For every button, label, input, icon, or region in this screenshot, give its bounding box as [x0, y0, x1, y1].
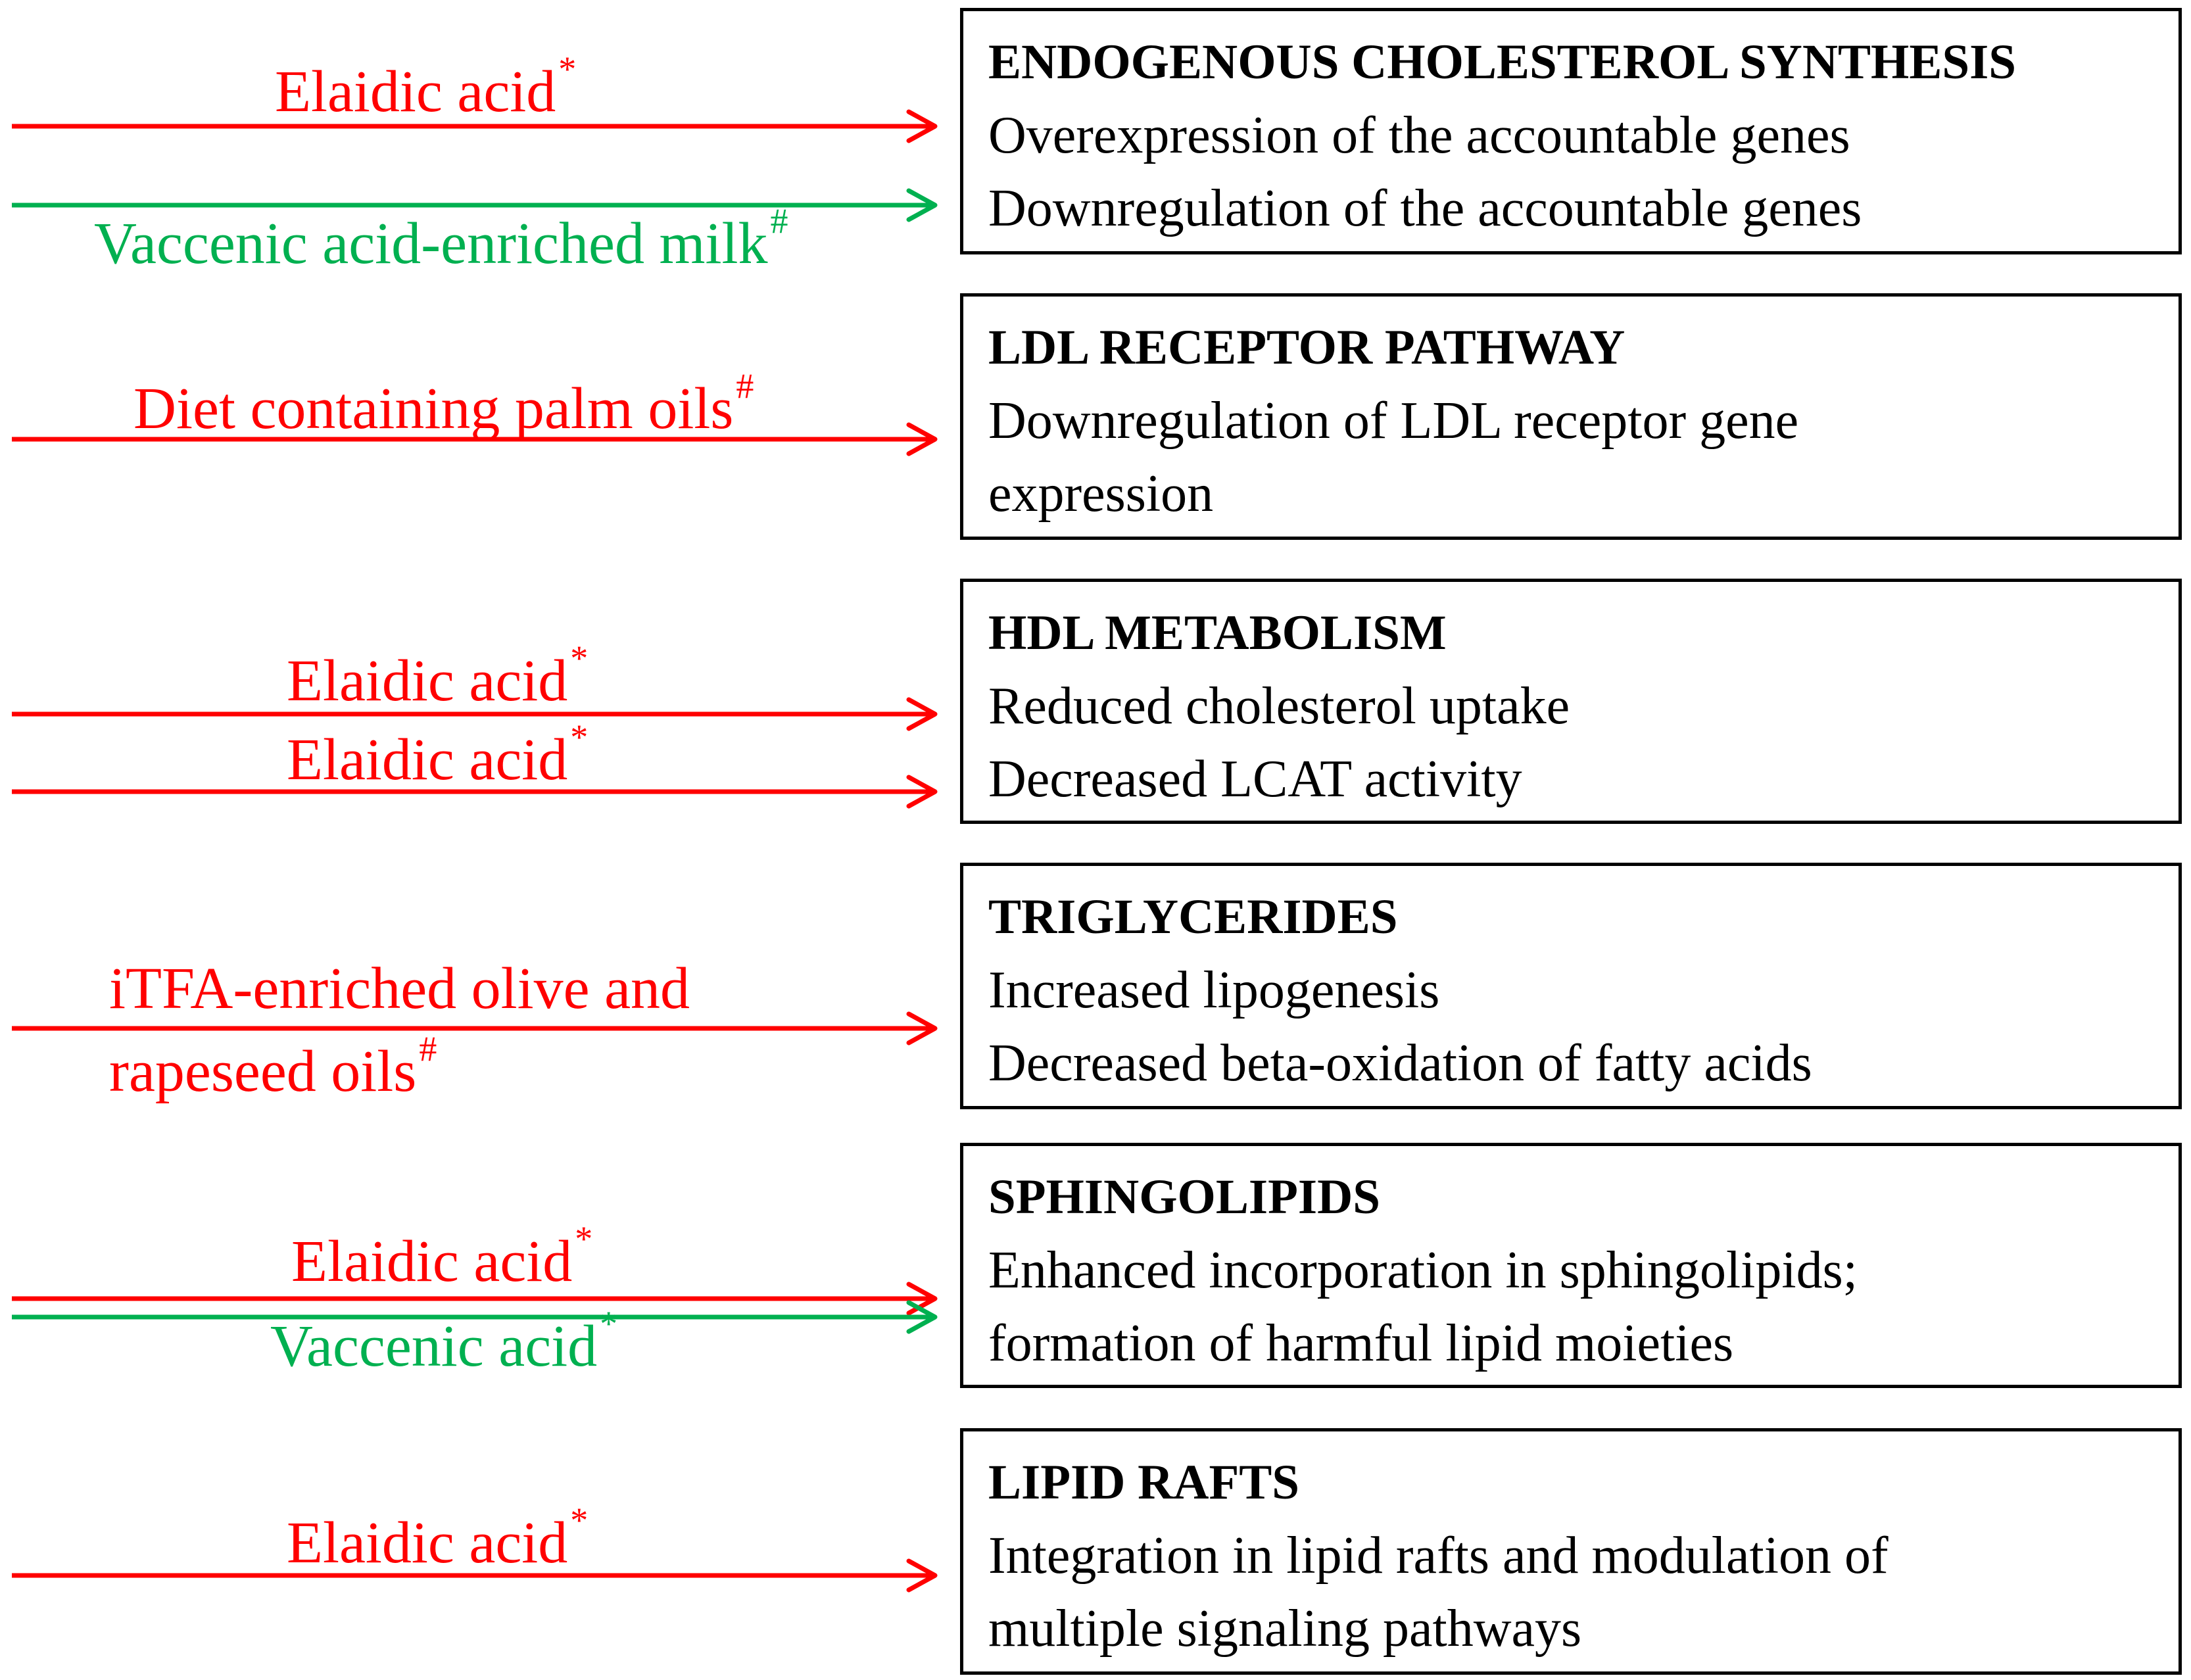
- box-title: HDL METABOLISM: [988, 606, 1447, 660]
- arrow: [12, 1011, 938, 1045]
- label-mark: *: [570, 717, 589, 757]
- label-mark: #: [736, 366, 754, 406]
- arrow: [12, 422, 938, 456]
- label-mark: *: [570, 1500, 589, 1541]
- box-sphingolipids: SPHINGOLIPIDS Enhanced incorporation in …: [960, 1143, 2182, 1388]
- label-text: rapeseed oils: [109, 1039, 417, 1104]
- arrow: [12, 188, 938, 222]
- arrow-label-elaidic-acid: Elaidic acid*: [287, 719, 588, 796]
- label-mark: *: [575, 1219, 593, 1259]
- box-title: TRIGLYCERIDES: [988, 890, 1398, 944]
- box-line: formation of harmful lipid moieties: [988, 1314, 1734, 1372]
- label-text: Elaidic acid: [291, 1229, 573, 1294]
- arrow-head: [906, 109, 938, 143]
- label-text: Elaidic acid: [275, 59, 556, 124]
- arrow-head: [906, 1011, 938, 1045]
- label-text: Vaccenic acid: [270, 1314, 598, 1379]
- arrow-head: [906, 1558, 938, 1593]
- arrow: [12, 1558, 938, 1593]
- label-mark: *: [570, 638, 589, 679]
- arrow-label-vaccenic-acid: Vaccenic acid*: [270, 1306, 617, 1383]
- arrow-head: [906, 775, 938, 809]
- arrow-label-elaidic-acid: Elaidic acid*: [275, 51, 576, 128]
- arrow-head: [906, 422, 938, 456]
- arrow-label-itfa-enriched-oils-line2: rapeseed oils#: [109, 1031, 437, 1108]
- box-ldl-receptor-pathway: LDL RECEPTOR PATHWAY Downregulation of L…: [960, 293, 2182, 540]
- label-text: Elaidic acid: [287, 1510, 568, 1575]
- arrow-head: [906, 188, 938, 222]
- arrow-label-vaccenic-acid-enriched-milk: Vaccenic acid-enriched milk#: [94, 203, 788, 280]
- label-mark: *: [600, 1304, 618, 1344]
- box-line: Increased lipogenesis: [988, 961, 1440, 1019]
- box-line: multiple signaling pathways: [988, 1600, 1582, 1658]
- arrow: [12, 109, 938, 143]
- arrow-label-elaidic-acid: Elaidic acid*: [291, 1221, 592, 1298]
- arrow-label-elaidic-acid: Elaidic acid*: [287, 1502, 588, 1579]
- box-line: Enhanced incorporation in sphingolipids;: [988, 1241, 1858, 1299]
- box-line: Downregulation of the accountable genes: [988, 180, 1862, 237]
- label-mark: #: [419, 1029, 437, 1069]
- label-text: Vaccenic acid-enriched milk: [94, 211, 768, 276]
- box-line: expression: [988, 465, 1214, 523]
- label-mark: *: [558, 49, 577, 89]
- label-text: Elaidic acid: [287, 648, 568, 713]
- box-line: Integration in lipid rafts and modulatio…: [988, 1527, 1889, 1585]
- box-title: LIPID RAFTS: [988, 1455, 1299, 1510]
- arrow-head: [906, 1300, 938, 1334]
- box-line: Reduced cholesterol uptake: [988, 677, 1570, 735]
- arrow-label-itfa-enriched-oils: iTFA-enriched olive and: [109, 953, 692, 1025]
- box-title: SPHINGOLIPIDS: [988, 1170, 1380, 1224]
- box-line: Decreased LCAT activity: [988, 750, 1522, 808]
- box-title: LDL RECEPTOR PATHWAY: [988, 320, 1625, 375]
- label-text: Diet containing palm oils: [133, 376, 734, 441]
- arrow: [12, 775, 938, 809]
- box-title: ENDOGENOUS CHOLESTEROL SYNTHESIS: [988, 35, 2016, 89]
- box-line: Overexpression of the accountable genes: [988, 107, 1850, 164]
- label-mark: #: [770, 201, 788, 241]
- box-endogenous-cholesterol-synthesis: ENDOGENOUS CHOLESTEROL SYNTHESIS Overexp…: [960, 8, 2182, 254]
- box-line: Downregulation of LDL receptor gene: [988, 392, 1799, 450]
- arrow: [12, 697, 938, 731]
- box-lipid-rafts: LIPID RAFTS Integration in lipid rafts a…: [960, 1428, 2182, 1675]
- arrow-label-diet-containing-palm-oils: Diet containing palm oils#: [133, 368, 754, 445]
- box-line: Decreased beta-oxidation of fatty acids: [988, 1034, 1812, 1092]
- arrow-label-elaidic-acid: Elaidic acid*: [287, 640, 588, 717]
- label-text: Elaidic acid: [287, 727, 568, 792]
- box-triglycerides: TRIGLYCERIDES Increased lipogenesis Decr…: [960, 863, 2182, 1109]
- arrow-head: [906, 697, 938, 731]
- arrow: [12, 1300, 938, 1334]
- box-hdl-metabolism: HDL METABOLISM Reduced cholesterol uptak…: [960, 579, 2182, 824]
- label-text: iTFA-enriched olive and: [109, 956, 690, 1021]
